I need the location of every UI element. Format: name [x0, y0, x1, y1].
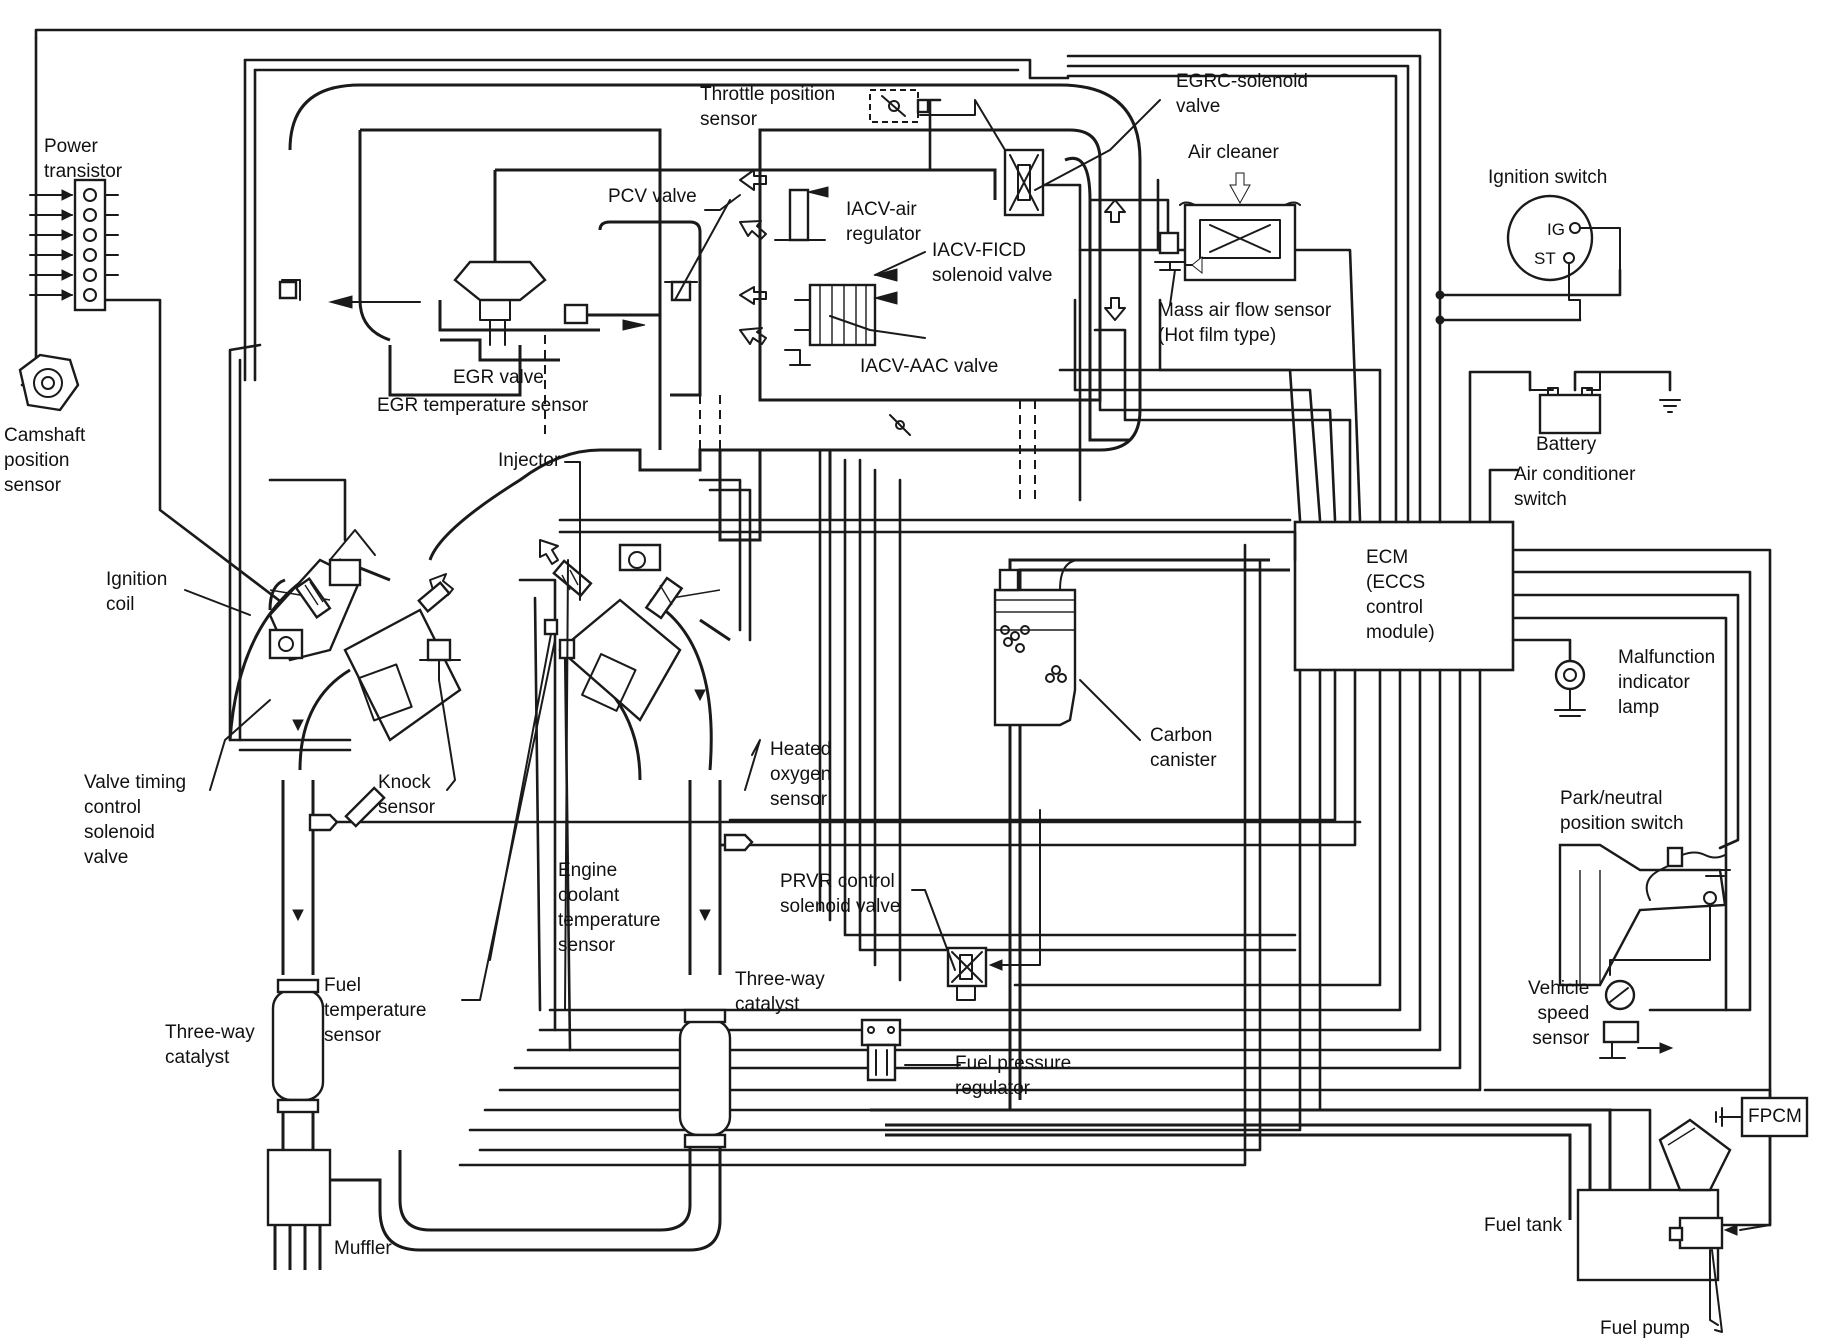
label-fuel-pump: Fuel pump [1600, 1318, 1690, 1339]
label-pcv-valve: PCV valve [608, 186, 697, 207]
iacv-air-regulator-icon [774, 186, 829, 242]
three-way-catalyst-right-icon [678, 1018, 732, 1137]
carbon-canister-icon [993, 559, 1081, 727]
muffler-icon [266, 1148, 332, 1227]
fuel-temperature-sensor-icon [543, 618, 559, 636]
mass-air-flow-sensor-icon [1154, 231, 1203, 275]
label-ignition-switch: Ignition switch [1488, 167, 1608, 188]
label-mass-air-flow-sensor: Mass air flow sensor(Hot film type) [1158, 300, 1332, 346]
leader-lines [184, 99, 1723, 1333]
ignition-switch-icon [1506, 194, 1621, 321]
egr-temperature-sensor-icon [563, 303, 589, 325]
heated-oxygen-sensor-icon [723, 833, 754, 852]
ecm-box [1293, 520, 1515, 672]
battery-icon [1529, 371, 1681, 435]
fuel-tank-icon [1576, 1118, 1732, 1282]
vehicle-speed-sensor-icon [1599, 979, 1674, 1059]
three-way-catalyst-left-icon [271, 988, 325, 1102]
intake-manifold [288, 83, 1142, 561]
injector-icon [417, 559, 593, 614]
knock-sensor-icon [419, 638, 461, 681]
fuel-pressure-regulator-icon [860, 1018, 902, 1082]
airflow-arrows [429, 169, 1126, 596]
fuel-pump-icon [1678, 1216, 1724, 1250]
engine-cylinder-heads [228, 529, 731, 828]
park-neutral-position-switch-icon [1558, 843, 1731, 987]
power-transistor-icon [29, 178, 119, 312]
label-battery: Battery [1536, 434, 1597, 455]
prvr-control-solenoid-valve-icon [946, 946, 988, 1001]
label-air-cleaner: Air cleaner [1188, 142, 1279, 163]
air-cleaner-icon [1179, 201, 1301, 282]
ignition-coil-icon [294, 576, 684, 620]
label-injector: Injector [498, 450, 561, 471]
throttle-position-sensor-icon [869, 89, 930, 123]
label-muffler: Muffler [334, 1238, 392, 1259]
label-fuel-tank: Fuel tank [1484, 1215, 1563, 1236]
label-iacv-aac-valve: IACV-AAC valve [860, 356, 999, 377]
label-fpcm: FPCM [1748, 1106, 1802, 1127]
malfunction-indicator-lamp-icon [1554, 659, 1586, 717]
iacv-aac-valve-icon [784, 283, 877, 366]
egrc-solenoid-valve-icon [1003, 148, 1045, 217]
label-ignition-switch-st: ST [1534, 249, 1556, 268]
label-egr-valve: EGR valve [453, 367, 544, 388]
exhaust-system [266, 689, 754, 1270]
label-egr-temperature-sensor: EGR temperature sensor [377, 395, 589, 416]
fpcm-box [1715, 1096, 1809, 1138]
camshaft-position-sensor-icon [18, 353, 80, 412]
egr-valve-icon [438, 260, 600, 362]
valve-timing-control-solenoid-valve-icon [268, 628, 304, 660]
label-ignition-switch-ig: IG [1547, 220, 1565, 239]
